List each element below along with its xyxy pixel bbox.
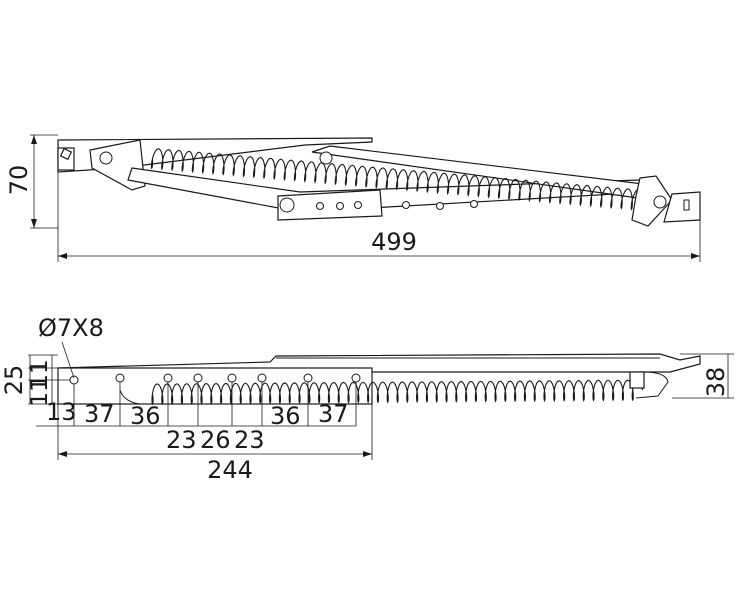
arm-hole xyxy=(436,202,444,210)
arm-hole xyxy=(354,201,362,209)
arm-hole xyxy=(470,200,478,208)
spacing-label: 13 xyxy=(46,398,77,426)
spring-coil xyxy=(150,148,644,211)
right-end-slot xyxy=(683,199,690,211)
side-height-label: 70 xyxy=(5,165,33,196)
side-view: 70 499 xyxy=(5,134,701,262)
bottom-height-label: 25 xyxy=(0,365,28,396)
spacing-label: 37 xyxy=(84,400,115,428)
arm-hole xyxy=(402,201,410,209)
bottom-view: Ø7X8 25 11 11 38 13 37 36 23 26 23 36 37 xyxy=(0,314,734,484)
plate-hole xyxy=(193,373,203,383)
plate-hole xyxy=(351,373,361,383)
upper-pivot-hole xyxy=(319,151,333,165)
spacing-label: 36 xyxy=(130,402,161,430)
plate-hole xyxy=(163,373,173,383)
right-pivot-hole xyxy=(653,195,667,209)
left-slot xyxy=(59,147,73,161)
spring-coil xyxy=(151,379,644,406)
right-fitting xyxy=(629,371,645,389)
right-height-label: 38 xyxy=(702,367,730,398)
spacing-label: 26 xyxy=(200,426,231,454)
top-spring xyxy=(150,148,644,211)
spacing-label: 36 xyxy=(270,402,301,430)
plate-hole xyxy=(227,373,237,383)
main-plate xyxy=(57,367,373,405)
plate-hole xyxy=(257,373,267,383)
hole-offset-label-a: 11 xyxy=(27,359,53,388)
arm-hole xyxy=(336,202,344,210)
arm-hole xyxy=(316,202,324,210)
arm-plate xyxy=(277,189,383,221)
spacing-label: 37 xyxy=(318,400,349,428)
bottom-length-label: 244 xyxy=(207,456,253,484)
arm-pivot-hole xyxy=(279,197,295,213)
spacing-label: 23 xyxy=(234,426,265,454)
hole-offset-label-b: 11 xyxy=(27,377,53,406)
bottom-spring xyxy=(151,379,644,406)
hole-leaders xyxy=(36,382,373,460)
spacing-label: 23 xyxy=(166,426,197,454)
left-pivot-hole xyxy=(99,151,113,165)
plate-hole xyxy=(115,373,125,383)
hole-spec-label: Ø7X8 xyxy=(38,314,104,342)
right-bracket xyxy=(631,175,673,227)
side-length-label: 499 xyxy=(371,228,417,256)
spacing-labels: 13 37 36 23 26 23 36 37 xyxy=(46,398,349,454)
plate-curve xyxy=(119,389,141,405)
plate-hole xyxy=(303,373,313,383)
